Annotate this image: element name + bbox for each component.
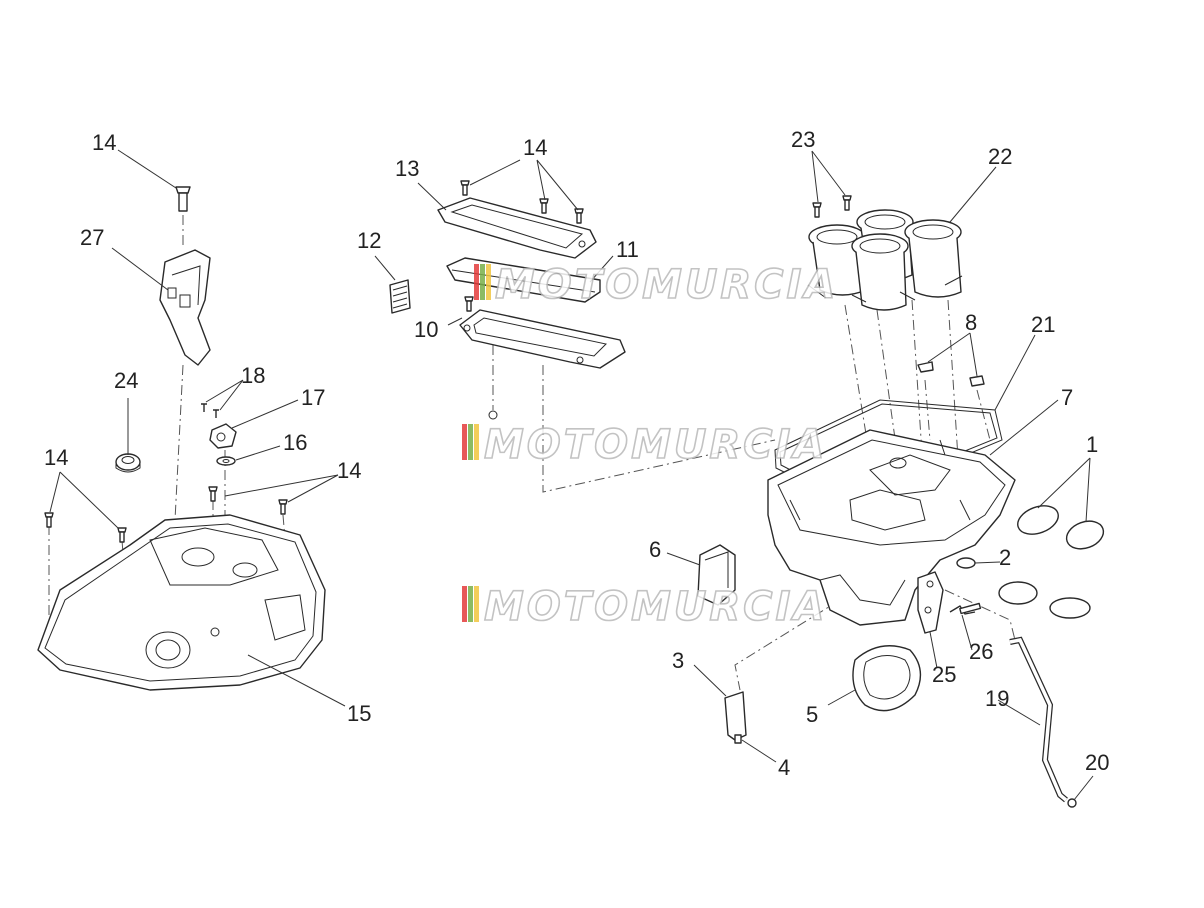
watermark-2: MOTOMURCIA (462, 421, 827, 469)
bracket-clip (724, 691, 747, 744)
callout-19: 19 (985, 686, 1009, 711)
callout-21: 21 (1031, 312, 1055, 337)
callout-22: 22 (988, 144, 1012, 169)
callout-23: 23 (791, 127, 815, 152)
callout-14c: 14 (337, 458, 361, 483)
o-rings (998, 505, 1105, 619)
watermark-3: MOTOMURCIA (462, 583, 827, 631)
callout-4: 4 (778, 755, 790, 780)
callout-6: 6 (649, 537, 661, 562)
callout-25: 25 (932, 662, 956, 687)
callout-24: 24 (114, 368, 138, 393)
callout-1: 1 (1086, 432, 1098, 457)
screws-right (812, 195, 985, 387)
watermark-text: MOTOMURCIA (484, 584, 827, 630)
callout-15: 15 (347, 701, 371, 726)
callout-labels: 14 27 24 18 17 16 14 14 15 13 14 12 11 1… (44, 127, 1109, 780)
sensor-part (201, 403, 237, 466)
leader-lines (49, 149, 1094, 801)
intake-trumpets (807, 209, 963, 311)
callout-2: 2 (999, 545, 1011, 570)
callout-27: 27 (80, 225, 104, 250)
callout-8: 8 (965, 310, 977, 335)
screws-middle (460, 180, 584, 420)
bracket-part (159, 249, 211, 366)
callout-20: 20 (1085, 750, 1109, 775)
callout-14b: 14 (44, 445, 68, 470)
breather-hose (1009, 636, 1077, 808)
screws-left (44, 186, 288, 543)
watermark-1: MOTOMURCIA (474, 261, 838, 309)
callout-12: 12 (357, 228, 381, 253)
small-hardware (917, 557, 982, 634)
filter-mesh-part (389, 279, 411, 314)
airbox-body (767, 429, 1016, 626)
filter-frame-bottom (459, 309, 626, 369)
callout-10: 10 (414, 317, 438, 342)
callout-14d: 14 (523, 135, 547, 160)
callout-3: 3 (672, 648, 684, 673)
airbox-cover (37, 514, 326, 691)
callout-5: 5 (806, 702, 818, 727)
callout-14a: 14 (92, 130, 116, 155)
callout-11: 11 (616, 237, 639, 262)
flap-part (697, 544, 736, 606)
callout-13: 13 (395, 156, 419, 181)
callout-7: 7 (1061, 385, 1073, 410)
intake-mouth (852, 645, 922, 712)
grommet-part (115, 453, 141, 473)
watermark-text: MOTOMURCIA (495, 262, 838, 308)
callout-17: 17 (301, 385, 325, 410)
filter-frame-top (437, 197, 597, 259)
callout-18: 18 (241, 363, 265, 388)
watermark-text: MOTOMURCIA (484, 422, 827, 468)
callout-16: 16 (283, 430, 307, 455)
callout-26: 26 (969, 639, 993, 664)
